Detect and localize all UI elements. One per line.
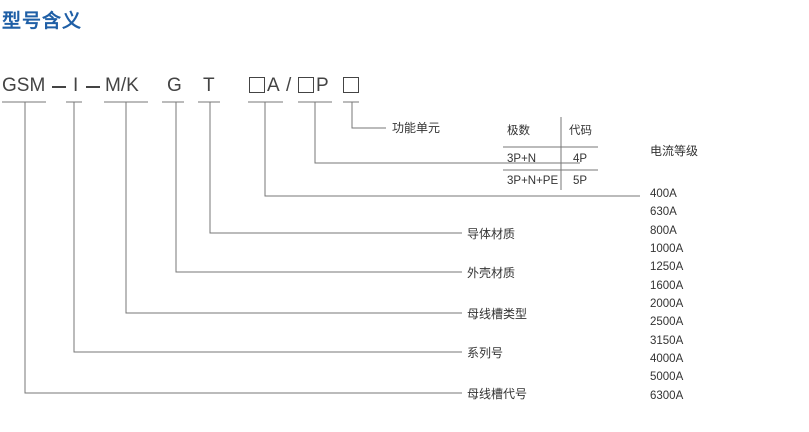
- table-cell: 3P+N+PE: [507, 175, 559, 187]
- code-slash: /: [286, 75, 292, 96]
- code-box-function: [343, 77, 359, 93]
- table-cell: 5P: [573, 175, 588, 187]
- code-box-current: [249, 77, 265, 93]
- page-title: 型号含义: [2, 10, 83, 32]
- label-conductor-material: 导体材质: [467, 227, 516, 241]
- label-function-unit: 功能单元: [392, 121, 441, 135]
- current-value: 6300A: [650, 390, 684, 402]
- current-value: 2000A: [650, 298, 684, 310]
- label-busway-code: 母线槽代号: [467, 387, 528, 401]
- current-value: 4000A: [650, 353, 684, 365]
- code-dash-2: [86, 86, 100, 88]
- label-shell-material: 外壳材质: [467, 266, 516, 280]
- current-value: 3150A: [650, 335, 684, 347]
- code-i: I: [73, 75, 79, 96]
- code-p: P: [316, 75, 329, 96]
- code-gsm: GSM: [2, 75, 46, 96]
- code-box-pole: [298, 77, 314, 93]
- current-rating-title: 电流等级: [650, 144, 699, 158]
- code-mk: M/K: [105, 75, 139, 96]
- table-cell: 4P: [573, 153, 588, 165]
- label-busway-type: 母线槽类型: [467, 307, 528, 321]
- table-cell: 3P+N: [507, 153, 537, 165]
- table-header-code: 代码: [569, 125, 592, 137]
- code-t: T: [203, 75, 215, 96]
- label-series-no: 系列号: [467, 346, 504, 360]
- current-value: 2500A: [650, 316, 684, 328]
- current-value: 630A: [650, 206, 677, 218]
- current-value: 1000A: [650, 243, 684, 255]
- current-value: 400A: [650, 188, 677, 200]
- current-value: 1250A: [650, 261, 684, 273]
- code-dash-1: [52, 86, 66, 88]
- table-header-poles: 极数: [507, 125, 530, 137]
- code-a: A: [267, 75, 280, 96]
- current-value: 1600A: [650, 280, 684, 292]
- current-value: 800A: [650, 225, 677, 237]
- current-value: 5000A: [650, 371, 684, 383]
- code-g: G: [167, 75, 182, 96]
